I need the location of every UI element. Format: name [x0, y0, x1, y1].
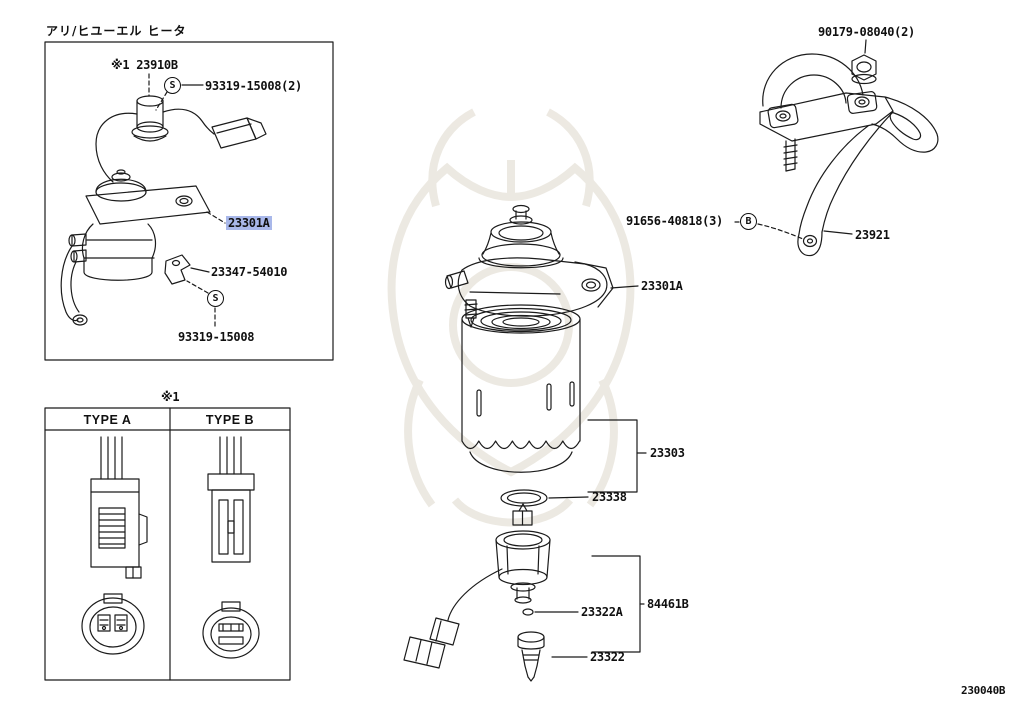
- type-table-border: [44, 407, 291, 681]
- screw-symbol-s-bottom: S: [207, 290, 224, 307]
- bracket-leader-lines: [734, 221, 853, 240]
- inset-leader-lines: [148, 73, 226, 328]
- mounting-bracket-drawing: [759, 39, 939, 257]
- label-23921[interactable]: 23921: [855, 228, 890, 242]
- label-84461b[interactable]: 84461B: [647, 597, 689, 611]
- label-93319-15008-2[interactable]: 93319-15008(2): [205, 79, 302, 93]
- fuel-filter-assembly-drawing: [403, 204, 614, 682]
- type-b-connector-drawing: [202, 436, 260, 659]
- filter-head-drawing: [444, 257, 614, 328]
- label-23303[interactable]: 23303: [650, 446, 685, 460]
- label-90179-08040[interactable]: 90179-08040(2): [818, 25, 915, 39]
- o-ring-drawing: [500, 489, 548, 507]
- table-note-ref: ※1: [161, 390, 180, 404]
- type-a-connector-drawing: [81, 436, 148, 655]
- label-93319-15008[interactable]: 93319-15008: [178, 330, 255, 344]
- note-ref-1: ※1: [111, 58, 130, 72]
- filter-cartridge-drawing: [461, 304, 581, 473]
- label-23910b[interactable]: ※1 23910B: [111, 58, 178, 72]
- s-symbol-text-2: S: [212, 293, 219, 304]
- label-23322[interactable]: 23322: [590, 650, 625, 664]
- b-symbol-text: B: [745, 216, 752, 227]
- type-b-header: TYPE B: [205, 413, 255, 427]
- s-symbol-text-1: S: [169, 80, 176, 91]
- diagram-code: 230040B: [961, 684, 1006, 697]
- label-23301a-highlighted[interactable]: 23301A: [226, 216, 272, 230]
- label-23322a[interactable]: 23322A: [581, 605, 623, 619]
- label-23338[interactable]: 23338: [592, 490, 627, 504]
- label-91656-40818[interactable]: 91656-40818(3): [626, 214, 723, 228]
- diagram-title: アリ/ヒユーエル ヒータ: [46, 24, 187, 38]
- bolt-symbol-b: B: [740, 213, 757, 230]
- wire-connector-drawing: [403, 568, 503, 669]
- sensor-bowl-drawing: [495, 503, 551, 616]
- label-23347-54010[interactable]: 23347-54010: [211, 265, 288, 279]
- label-23301a[interactable]: 23301A: [641, 279, 683, 293]
- nut-drawing: [851, 39, 877, 85]
- level-sensor-drawing: [517, 631, 545, 682]
- part-number-23910b: 23910B: [136, 58, 178, 72]
- heater-inset-drawing: [44, 41, 334, 361]
- type-table-drawing: [44, 407, 291, 681]
- type-a-header: TYPE A: [83, 413, 132, 427]
- assembly-leader-lines: [534, 285, 647, 658]
- inset-box-border: [44, 41, 334, 361]
- watermark-logo: [387, 108, 635, 527]
- screw-symbol-s-top: S: [164, 77, 181, 94]
